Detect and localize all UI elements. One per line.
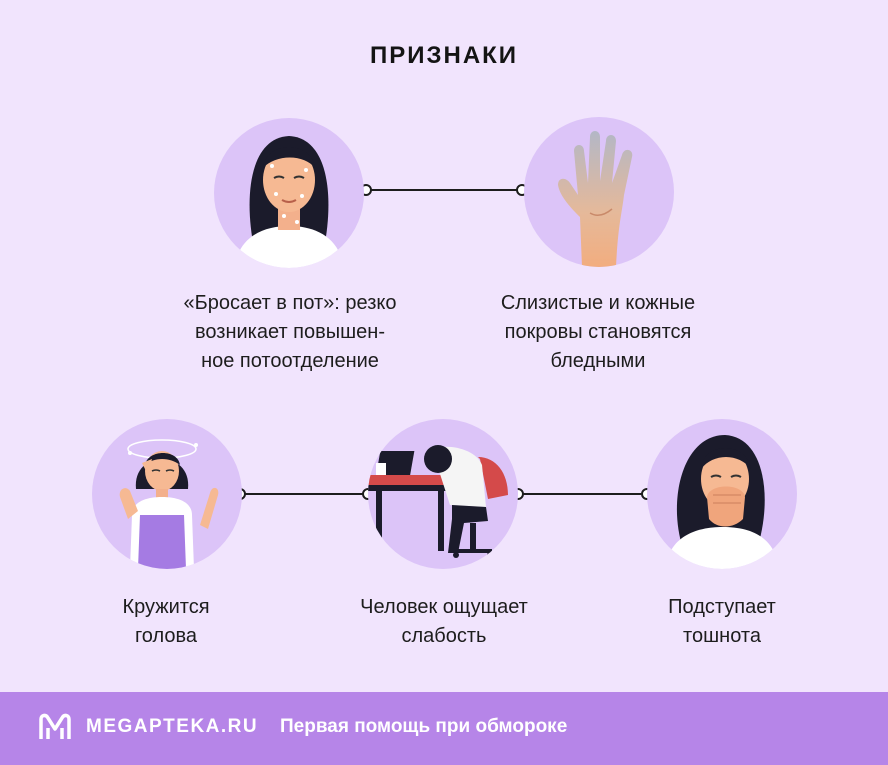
- footer-subtitle: Первая помощь при обмороке: [280, 716, 568, 737]
- sweating-woman-icon: [234, 136, 344, 268]
- symptom-caption-pale-skin: Слизистые и кожные покровы становятся бл…: [500, 292, 696, 372]
- dizzy-woman-icon: [119, 439, 219, 569]
- dizzy-woman-illustration: [92, 419, 242, 569]
- brand-name[interactable]: MEGAPTEKA.RU: [86, 716, 259, 737]
- megapteka-logo-icon: [39, 713, 71, 739]
- tired-person-illustration: [368, 419, 518, 569]
- sweating-woman-illustration: [214, 118, 364, 268]
- symptom-caption-sweating: «Бросает в пот»: резко возникает повышен…: [183, 292, 397, 372]
- symptom-caption-weakness: Человек ощущает слабость: [360, 596, 528, 647]
- footer-bar: MEGAPTEKA.RU Первая помощь при обмороке: [0, 692, 888, 765]
- symptom-caption-nausea: Подступает тошнота: [668, 596, 776, 647]
- tired-person-at-desk-icon: [368, 445, 508, 558]
- pale-hand-illustration: [524, 117, 674, 267]
- pale-hand-icon: [558, 131, 633, 267]
- page-title: ПРИЗНАКИ: [369, 42, 519, 69]
- nauseous-woman-illustration: [647, 419, 797, 569]
- symptom-caption-dizziness: Кружится голова: [122, 596, 210, 647]
- nauseous-woman-icon: [665, 435, 779, 569]
